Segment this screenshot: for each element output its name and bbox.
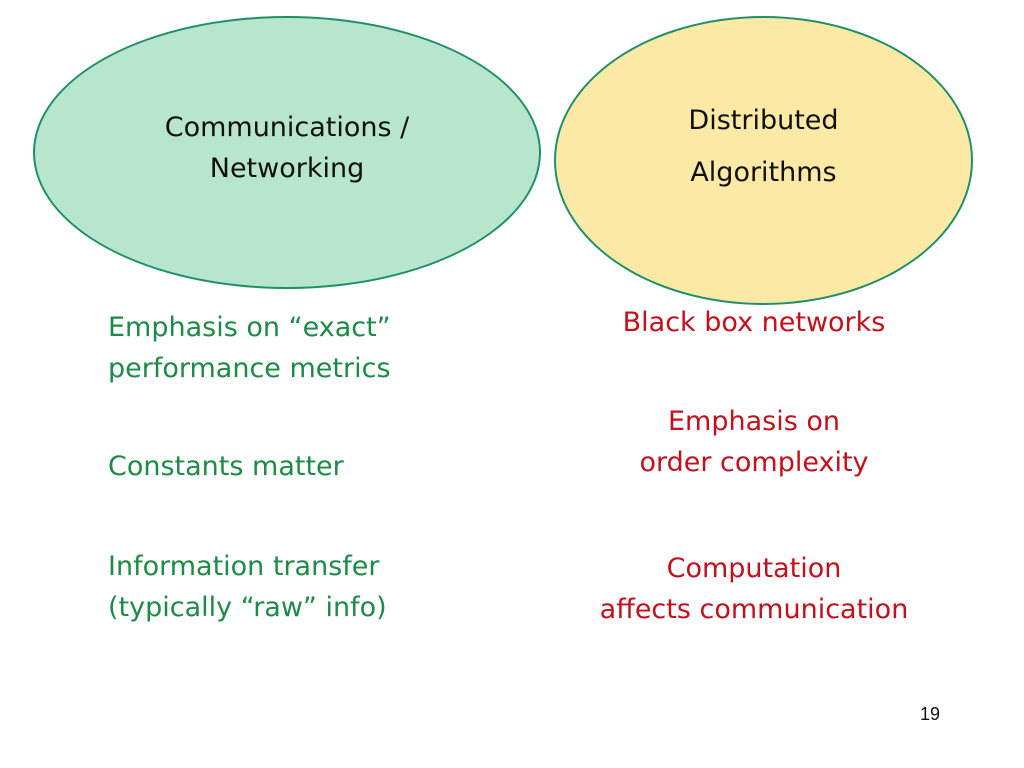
distributed-algorithms-ellipse: Distributed Algorithms (554, 16, 973, 305)
communications-networking-label: Communications / Networking (165, 107, 410, 189)
left-item-constants-matter: Constants matter (108, 446, 344, 487)
left-item-1-line-1: Emphasis on “exact” (108, 312, 391, 343)
right-item-2-line-2: order complexity (639, 447, 869, 478)
right-item-3-line-2: affects communication (599, 594, 909, 625)
right-item-order-complexity: Emphasis on order complexity (560, 401, 948, 483)
right-item-1-line-1: Black box networks (622, 307, 886, 338)
ellipse-left-line-1: Communications / (164, 111, 410, 143)
page-number: 19 (919, 704, 940, 724)
left-item-information-transfer: Information transfer (typically “raw” in… (108, 546, 387, 628)
left-item-1-line-2: performance metrics (108, 353, 391, 384)
left-item-2-line-1: Constants matter (108, 451, 344, 482)
right-item-black-box: Black box networks (560, 302, 948, 343)
ellipse-left-line-2: Networking (209, 152, 365, 184)
right-item-2-line-1: Emphasis on (667, 406, 840, 437)
left-item-3-line-2: (typically “raw” info) (108, 592, 387, 623)
right-item-3-line-1: Computation (666, 553, 842, 584)
left-item-exact-metrics: Emphasis on “exact” performance metrics (108, 307, 391, 389)
ellipse-right-line-1: Distributed (688, 104, 839, 136)
distributed-algorithms-label: Distributed Algorithms (688, 95, 838, 199)
communications-networking-ellipse: Communications / Networking (33, 16, 541, 289)
ellipse-right-line-2: Algorithms (690, 156, 837, 188)
left-item-3-line-1: Information transfer (108, 551, 380, 582)
right-item-computation: Computation affects communication (560, 548, 948, 630)
